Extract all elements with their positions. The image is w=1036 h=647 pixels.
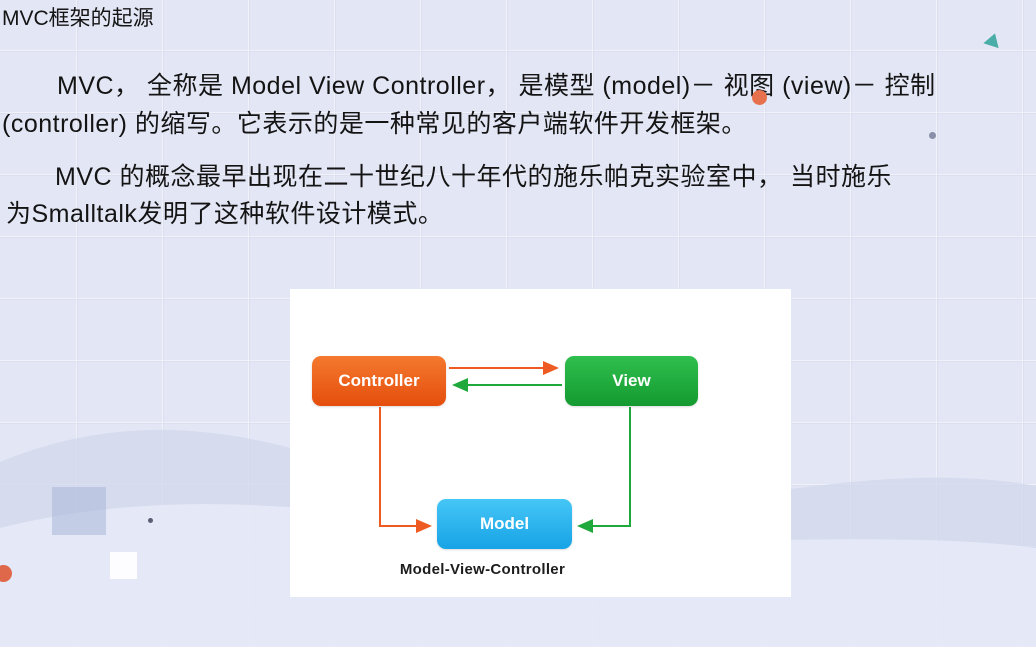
decor-gray-dot xyxy=(929,132,936,139)
edge-controller-to-model xyxy=(379,407,432,533)
node-model: Model xyxy=(437,499,572,549)
node-view: View xyxy=(565,356,698,406)
edge-view-to-model xyxy=(577,407,631,533)
paragraph2-line2: 为Smalltalk发明了这种软件设计模式。 xyxy=(6,200,444,228)
decor-teal-triangle xyxy=(983,30,1003,49)
paragraph1-line1: MVC， 全称是 Model View Controller， 是模型 (mod… xyxy=(57,72,936,100)
mvc-diagram-panel: Controller View Model Model-View-Control… xyxy=(290,289,791,597)
diagram-caption: Model-View-Controller xyxy=(399,561,566,578)
node-model-label: Model xyxy=(479,514,530,533)
decor-white-square xyxy=(110,552,137,579)
decor-dark-dot xyxy=(148,518,153,523)
decor-orange-dot-bottom-left xyxy=(0,565,12,582)
node-view-label: View xyxy=(612,371,651,390)
page-title: MVC框架的起源 xyxy=(2,7,154,30)
paragraph2-line1: MVC 的概念最早出现在二十世纪八十年代的施乐帕克实验室中， 当时施乐 xyxy=(55,163,892,191)
decor-gray-square xyxy=(52,487,106,535)
node-controller-label: Controller xyxy=(338,371,420,390)
paragraph1-line2: (controller) 的缩写。它表示的是一种常见的客户端软件开发框架。 xyxy=(2,110,747,138)
mvc-diagram-edges xyxy=(379,361,631,533)
node-controller: Controller xyxy=(312,356,446,406)
